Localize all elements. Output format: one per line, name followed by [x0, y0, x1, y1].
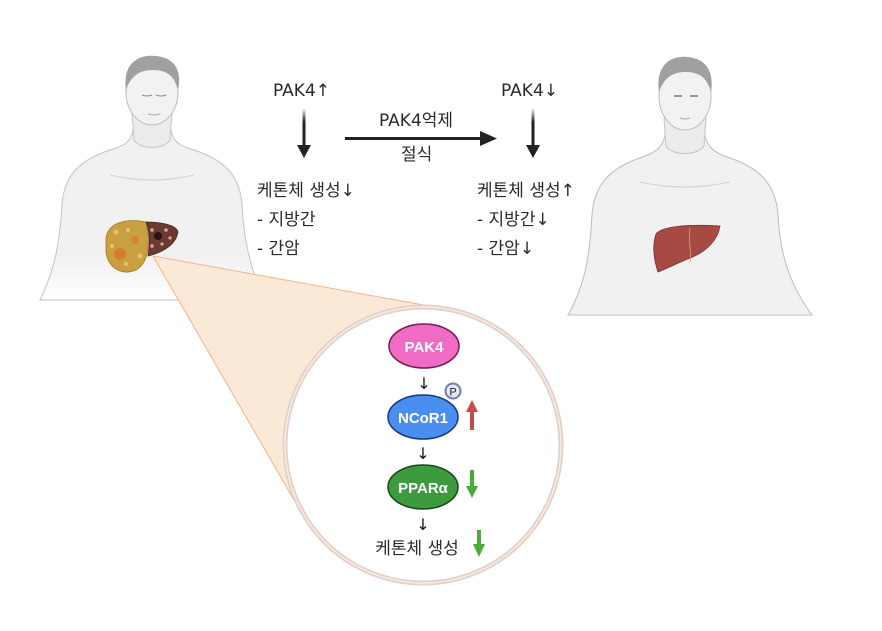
outcome-label: 케톤체 생성	[375, 539, 459, 559]
transition-label-fasting: 절식	[401, 145, 433, 165]
badge-label: P	[449, 387, 456, 399]
right-mouth-icon	[679, 117, 691, 120]
down-trend-arrow-icon	[466, 470, 478, 498]
right-torso	[567, 129, 813, 316]
node-shape	[387, 464, 459, 510]
zoom-cone	[153, 256, 440, 500]
left-mouth-icon	[147, 113, 161, 116]
left-person-figure	[39, 55, 266, 301]
node-shape	[388, 323, 460, 369]
left-hair	[125, 55, 180, 90]
left-item-fatty-liver: - 지방간	[257, 210, 316, 230]
node-label: NCoR1	[398, 410, 448, 427]
pathway-step-arrow: ↓	[417, 374, 430, 393]
phosphate-badge: P	[444, 382, 462, 400]
pathway-node-ncor1: NCoR1 P	[387, 382, 478, 440]
left-eyes-icon	[141, 94, 167, 97]
pathway-node-pak4: PAK4	[388, 323, 460, 369]
node-label: PAK4	[405, 339, 445, 356]
healthy-liver-icon	[653, 224, 721, 273]
right-ketone-label: 케톤체 생성↑	[477, 181, 575, 201]
right-hair	[658, 56, 712, 92]
pathway-step-arrow: ↓	[416, 444, 429, 463]
transition-label-inhibition: PAK4억제	[379, 111, 454, 131]
down-trend-arrow-icon	[473, 530, 485, 557]
pathway-step-arrow: ↓	[416, 515, 429, 534]
right-person-figure	[567, 56, 813, 316]
left-item-liver-cancer: - 간암	[257, 239, 300, 259]
pathway-node-ppara: PPARα	[387, 464, 478, 510]
up-trend-arrow-icon	[466, 400, 478, 430]
node-label: PPARα	[398, 480, 449, 497]
pathway: PAK4 ↓ NCoR1 P ↓ PPARα ↓ 케톤체	[375, 323, 485, 559]
right-down-arrow	[526, 108, 540, 158]
left-pak4-label: PAK4↑	[273, 81, 331, 101]
right-pak4-label: PAK4↓	[501, 81, 559, 101]
left-down-arrow	[297, 108, 311, 158]
transition-arrow	[345, 131, 497, 146]
left-ketone-label: 케톤체 생성↓	[257, 181, 355, 201]
right-item-liver-cancer: - 간암↓	[477, 239, 535, 259]
pathway-outcome: 케톤체 생성	[375, 530, 485, 559]
right-item-fatty-liver: - 지방간↓	[477, 210, 550, 230]
node-shape	[387, 394, 459, 440]
diseased-liver-icon	[105, 220, 179, 273]
